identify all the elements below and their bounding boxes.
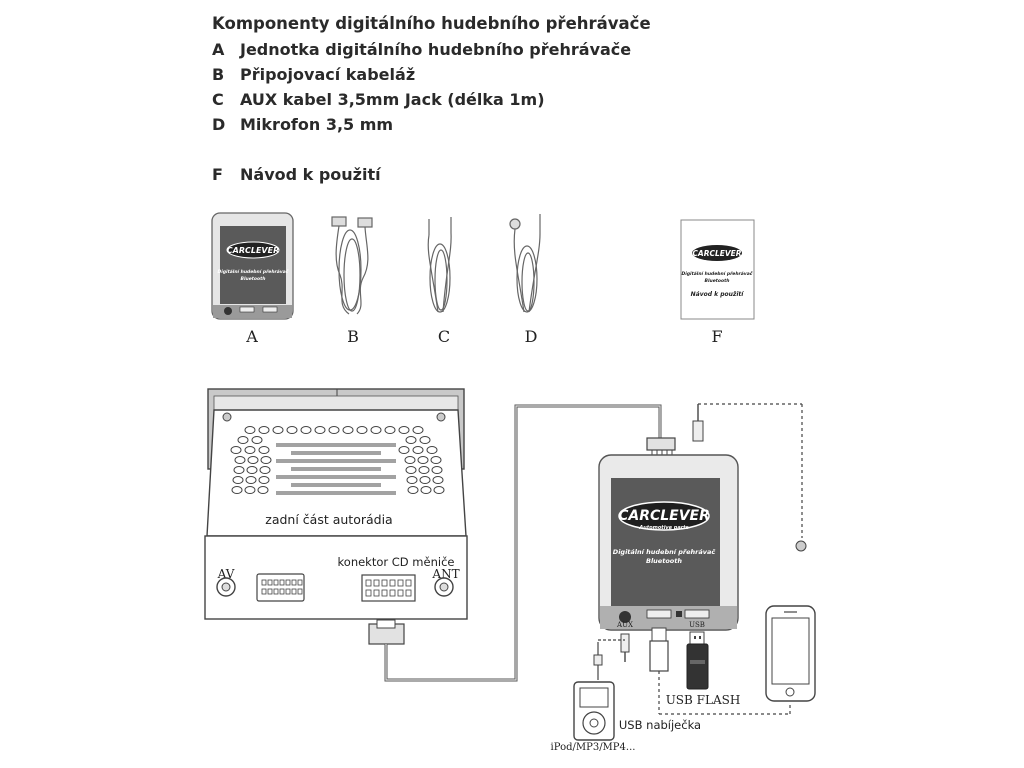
list-item-key: A bbox=[212, 40, 225, 59]
ant-label: ANT bbox=[431, 567, 459, 581]
list-item-key: B bbox=[212, 65, 225, 84]
cd-connector bbox=[361, 574, 416, 602]
player-logo-sub: Automotive parts bbox=[638, 525, 688, 531]
list-item-key: F bbox=[212, 165, 223, 184]
unit-label-bluetooth: Bluetooth bbox=[241, 276, 266, 282]
unit-label: Digitální hudební přehrávač bbox=[218, 268, 289, 275]
component-harness bbox=[331, 216, 373, 315]
port-usb-label: USB bbox=[689, 621, 705, 629]
list-item: A Jednotka digitálního hudebního přehráva… bbox=[212, 39, 631, 64]
ipod-label: iPod/MP3/MP4... bbox=[551, 742, 636, 753]
caption-b: B bbox=[347, 327, 359, 346]
list-item: C AUX kabel 3,5mm Jack (délka 1m) bbox=[212, 89, 631, 114]
usb-charger-label: USB nabíječka bbox=[619, 718, 701, 732]
list-item: B Připojovací kabeláž bbox=[212, 64, 631, 89]
usb-flash-icon bbox=[686, 631, 709, 690]
caption-d: D bbox=[525, 327, 538, 346]
components-heading: Komponenty digitálního hudebního přehráv… bbox=[212, 14, 651, 33]
usb-port bbox=[684, 609, 710, 619]
radio-back-label: zadní část autorádia bbox=[265, 512, 392, 527]
component-aux-cable bbox=[427, 217, 452, 313]
list-item: D Mikrofon 3,5 mm bbox=[212, 114, 631, 139]
player-logo: CARCLEVER bbox=[618, 508, 710, 524]
components-list: A Jednotka digitálního hudebního přehráva… bbox=[212, 39, 631, 189]
microphone-connection bbox=[692, 403, 807, 552]
list-item-key: C bbox=[212, 90, 224, 109]
component-unit: CARCLEVER Digitální hudební přehrávač Bl… bbox=[211, 212, 294, 320]
av-label: AV bbox=[217, 567, 235, 581]
manual-title: Návod k použití bbox=[691, 291, 745, 298]
manual-label-bluetooth: Bluetooth bbox=[705, 278, 730, 284]
list-item-text: Návod k použití bbox=[240, 165, 381, 184]
list-item-text: AUX kabel 3,5mm Jack (délka 1m) bbox=[240, 90, 545, 109]
cd-connector-label: konektor CD měniče bbox=[338, 555, 455, 569]
ipod-icon bbox=[573, 681, 615, 741]
aux-connection bbox=[593, 633, 630, 680]
caption-a: A bbox=[245, 327, 258, 346]
usb-flash-label: USB FLASH bbox=[666, 693, 741, 707]
microphone-icon bbox=[795, 540, 807, 552]
manual-label: Digitální hudební přehrávač bbox=[682, 270, 753, 277]
usb-charger-cable bbox=[649, 627, 791, 715]
caption-c: C bbox=[438, 327, 450, 346]
list-item: F Návod k použití bbox=[212, 164, 631, 189]
list-item-text: Jednotka digitálního hudebního přehrávač… bbox=[240, 40, 632, 59]
manual-logo: CARCLEVER bbox=[692, 249, 741, 258]
av-connector bbox=[256, 573, 305, 602]
component-microphone bbox=[509, 214, 541, 313]
player-label-bluetooth: Bluetooth bbox=[646, 557, 682, 565]
cd-changer-cable bbox=[368, 404, 676, 682]
component-manual: CARCLEVER Digitální hudební přehrávač Bl… bbox=[680, 219, 755, 320]
caption-f: F bbox=[711, 327, 722, 346]
player-label: Digitální hudební přehrávač bbox=[613, 548, 717, 556]
car-radio: zadní část autorádia AV konektor CD měni… bbox=[204, 388, 468, 620]
list-item-text: Mikrofon 3,5 mm bbox=[240, 115, 394, 134]
mini-usb-port bbox=[646, 609, 672, 619]
player-unit: CARCLEVER Automotive parts Digitální hud… bbox=[598, 454, 739, 631]
port-aux-label: AUX bbox=[616, 621, 633, 629]
aux-port bbox=[619, 611, 631, 623]
unit-logo: CARCLEVER bbox=[227, 246, 279, 255]
list-item-text: Připojovací kabeláž bbox=[240, 65, 416, 84]
list-item-key: D bbox=[212, 115, 226, 134]
phone-icon bbox=[765, 605, 816, 702]
